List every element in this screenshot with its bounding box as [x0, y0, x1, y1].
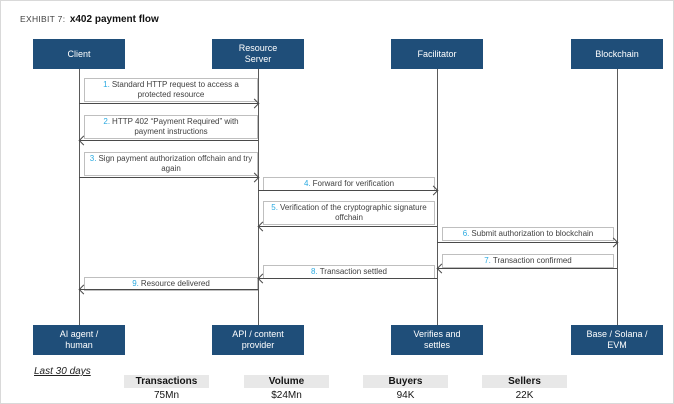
lifeline-resource-server	[258, 69, 259, 325]
arrow-8	[258, 278, 437, 279]
stats-period-label: Last 30 days	[34, 366, 91, 377]
message-9-text: Resource delivered	[140, 279, 210, 288]
lifeline-facilitator	[437, 69, 438, 325]
stat-transactions-value: 75Mn	[153, 390, 179, 401]
arrow-2	[79, 140, 258, 141]
message-4: 4.Forward for verification	[263, 177, 435, 191]
arrow-4	[258, 190, 437, 191]
arrow-3	[79, 177, 258, 178]
message-5: 5.Verification of the cryptographic sign…	[263, 201, 435, 225]
message-1-number: 1.	[103, 80, 110, 89]
message-5-text: Verification of the cryptographic signat…	[279, 203, 427, 222]
message-3-text: Sign payment authorization offchain and …	[98, 154, 253, 173]
stat-volume-value: $24Mn	[271, 390, 302, 401]
arrow-7	[437, 268, 617, 269]
stat-transactions: Transactions 75Mn	[124, 375, 209, 401]
arrow-6	[437, 242, 617, 243]
message-4-number: 4.	[303, 179, 311, 188]
actor-box-facilitator: Facilitator	[391, 39, 483, 69]
message-6: 6.Submit authorization to blockchain	[442, 227, 614, 241]
role-box-ai-agent-human: AI agent /human	[33, 325, 125, 355]
exhibit-label: EXHIBIT 7:	[20, 14, 66, 24]
message-9: 9.Resource delivered	[84, 277, 258, 291]
actor-label: Blockchain	[595, 48, 639, 59]
lifeline-client	[79, 69, 80, 325]
stat-buyers-label: Buyers	[363, 375, 448, 388]
message-7-text: Transaction confirmed	[492, 256, 572, 265]
actor-label: Facilitator	[417, 48, 457, 59]
page-title: x402 payment flow	[69, 14, 159, 25]
message-3-number: 3.	[89, 154, 97, 163]
role-label: human	[65, 340, 93, 350]
actor-label: Client	[67, 48, 91, 59]
stat-sellers: Sellers 22K	[482, 375, 567, 401]
message-3: 3.Sign payment authorization offchain an…	[84, 152, 258, 176]
message-5-number: 5.	[271, 203, 278, 212]
message-8: 8.Transaction settled	[263, 265, 435, 279]
message-6-number: 6.	[462, 229, 470, 238]
stat-volume: Volume $24Mn	[244, 375, 329, 401]
message-2-text: HTTP 402 “Payment Required” with payment…	[112, 117, 239, 136]
role-label: EVM	[607, 340, 627, 350]
lifeline-blockchain	[617, 69, 618, 325]
message-4-text: Forward for verification	[312, 179, 395, 188]
stat-transactions-label: Transactions	[124, 375, 209, 388]
stat-volume-label: Volume	[244, 375, 329, 388]
message-1: 1.Standard HTTP request to access a prot…	[84, 78, 258, 102]
role-label: provider	[241, 340, 275, 350]
message-7-number: 7.	[484, 256, 491, 265]
role-label: API / content	[232, 329, 284, 339]
stat-buyers-value: 94K	[396, 390, 415, 401]
message-7: 7.Transaction confirmed	[442, 254, 614, 268]
exhibit-title: EXHIBIT 7: x402 payment flow	[20, 9, 159, 27]
role-label: Base / Solana /	[586, 329, 648, 339]
message-2: 2.HTTP 402 “Payment Required” with payme…	[84, 115, 258, 139]
arrow-9	[79, 289, 258, 290]
message-2-number: 2.	[103, 117, 111, 126]
message-6-text: Submit authorization to blockchain	[471, 229, 594, 238]
actor-label: Server	[244, 54, 272, 64]
role-label: AI agent /	[59, 329, 99, 339]
message-9-number: 9.	[132, 279, 139, 288]
actor-box-blockchain: Blockchain	[571, 39, 663, 69]
message-8-number: 8.	[311, 267, 318, 276]
message-1-text: Standard HTTP request to access a protec…	[111, 80, 239, 99]
role-label: Verifies and	[413, 329, 461, 339]
role-box-base-solana-evm: Base / Solana /EVM	[571, 325, 663, 355]
role-label: settles	[423, 340, 450, 350]
stat-buyers: Buyers 94K	[363, 375, 448, 401]
stat-sellers-label: Sellers	[482, 375, 567, 388]
actor-label: Resource	[238, 43, 278, 53]
stat-sellers-value: 22K	[515, 390, 534, 401]
actor-box-client: Client	[33, 39, 125, 69]
arrow-5	[258, 226, 437, 227]
message-8-text: Transaction settled	[319, 267, 387, 276]
arrow-1	[79, 103, 258, 104]
